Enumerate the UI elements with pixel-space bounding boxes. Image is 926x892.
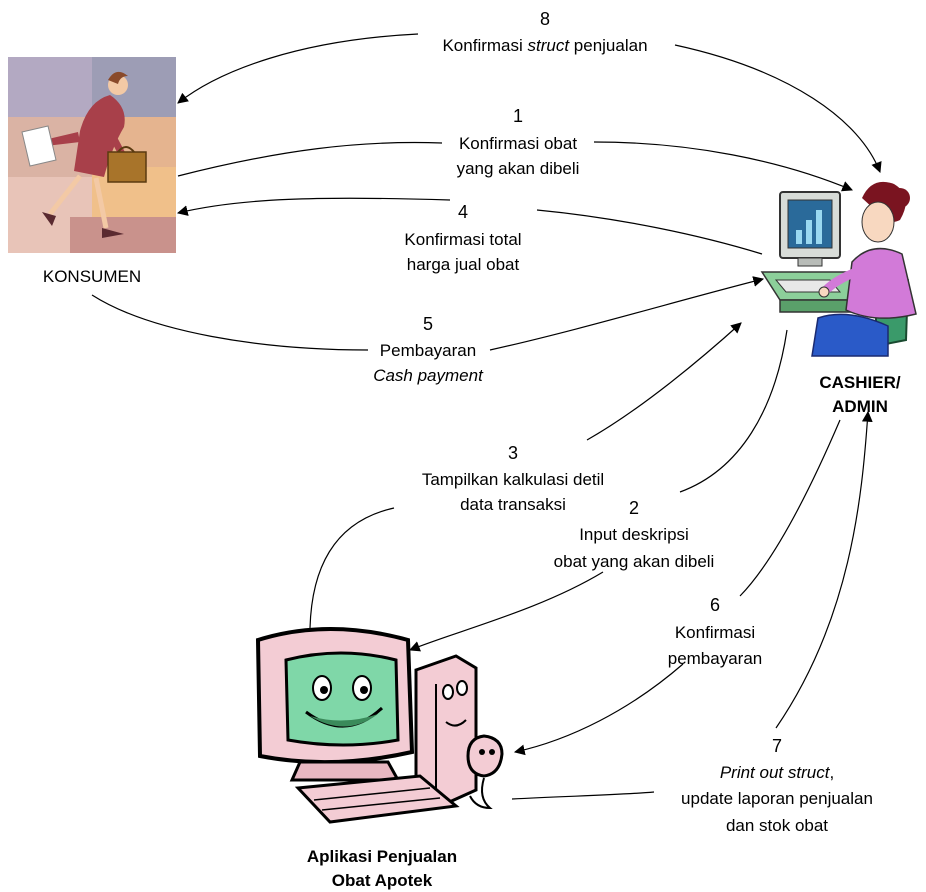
konsumen-icon <box>8 57 176 253</box>
flow-8-label: Konfirmasi struct penjualan <box>442 36 647 55</box>
flow-6-arrow <box>513 663 684 756</box>
flow-3-arrow <box>586 322 742 441</box>
flow-5-label-line1: Pembayaran <box>380 341 476 360</box>
app-label-line2: Obat Apotek <box>332 871 433 890</box>
flow-1-label-line2: yang akan dibeli <box>457 159 580 178</box>
flow-4-number: 4 <box>458 202 468 222</box>
flow-2-line <box>679 329 788 493</box>
flow-6-label-line1: Konfirmasi <box>675 623 755 642</box>
flow-8-number: 8 <box>540 9 550 29</box>
flow-6-line <box>739 419 841 597</box>
flow-4-label-line1: Konfirmasi total <box>404 230 521 249</box>
flow-3-label-line2: data transaksi <box>460 495 566 514</box>
konsumen-label: KONSUMEN <box>43 267 141 286</box>
flow-8-arrow-to-cashier <box>674 44 882 174</box>
flow-4-line <box>536 209 763 255</box>
flow-7-number: 7 <box>772 736 782 756</box>
cashier-icon <box>760 181 917 357</box>
flow-2-label-line2: obat yang akan dibeli <box>554 552 715 571</box>
app-computer-icon <box>255 627 504 824</box>
flow-5-label-line2: Cash payment <box>373 366 484 385</box>
flow-8-arrow-to-konsumen <box>177 33 419 104</box>
flow-6-label-line2: pembayaran <box>668 649 763 668</box>
app-label-line1: Aplikasi Penjualan <box>307 847 457 866</box>
flow-1-line <box>177 141 443 177</box>
flow-7-label-line2: update laporan penjualan <box>681 789 873 808</box>
flow-1-arrow <box>593 141 853 192</box>
flow-2-arrow <box>408 571 604 652</box>
flow-4-label-line2: harga jual obat <box>407 255 520 274</box>
flow-7-arrow <box>775 410 873 729</box>
flow-3-number: 3 <box>508 443 518 463</box>
flow-7-line <box>511 791 655 800</box>
flow-1-label-line1: Konfirmasi obat <box>459 134 577 153</box>
cashier-label-line1: CASHIER/ <box>819 373 901 392</box>
flow-5-line <box>91 294 369 351</box>
flow-3-line <box>309 507 395 629</box>
flow-5-arrow <box>489 276 765 351</box>
flow-1-number: 1 <box>513 106 523 126</box>
flow-2-label-line1: Input deskripsi <box>579 525 689 544</box>
flow-7-label-line3: dan stok obat <box>726 816 828 835</box>
flow-5-number: 5 <box>423 314 433 334</box>
flow-3-label-line1: Tampilkan kalkulasi detil <box>422 470 604 489</box>
flow-4-arrow <box>176 197 451 216</box>
flow-2-number: 2 <box>629 498 639 518</box>
flow-7-label-line1: Print out struct, <box>720 763 834 782</box>
cashier-label-line2: ADMIN <box>832 397 888 416</box>
flow-6-number: 6 <box>710 595 720 615</box>
